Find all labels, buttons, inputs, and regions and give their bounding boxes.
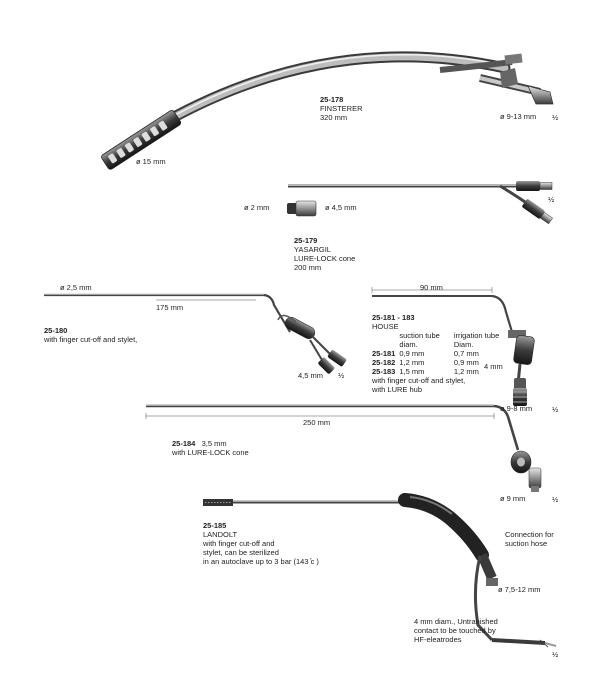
house-top-length: 90 mm (420, 283, 443, 292)
landolt-label: 25-185 LANDOLT with finger cut-off and s… (203, 521, 319, 566)
landolt-line-1: with finger cut-off and (203, 539, 275, 548)
instrument-25-180 (44, 293, 347, 374)
house-connector-diameter: ø 9-8 mm (500, 404, 533, 413)
instrument-25-184 (146, 404, 542, 492)
yasargil-body-diameter: ø 4,5 mm (325, 203, 357, 212)
i180-length: 175 mm (156, 303, 184, 312)
house-note-2: with LURE hub (372, 385, 423, 394)
house-code: 25-181 - 183 (372, 313, 415, 322)
landolt-electrode-note: 4 mm diam., Untranished contact to be to… (414, 617, 498, 644)
table-row: 25-182 1,2 mm 0,9 mm (372, 358, 479, 367)
yasargil-scale: ½ (548, 195, 555, 204)
i184-code: 25-184 (172, 439, 196, 448)
finsterer-length: 320 mm (320, 113, 348, 122)
i184-connector-diameter: ø 9 mm (500, 494, 526, 503)
i184-length: 250 mm (303, 418, 331, 427)
yasargil-length: 200 mm (294, 263, 322, 272)
finsterer-instrument (101, 51, 554, 170)
finsterer-name: FINSTERER (320, 104, 363, 113)
landolt-name: LANDOLT (203, 530, 238, 539)
table-row: 25-181 0,9 mm 0,7 mm (372, 349, 479, 358)
house-note-1: with finger cut-off and stylet, (372, 376, 466, 385)
i184-label: 25-184 3,5 mm with LURE-LOCK cone (172, 439, 249, 457)
i180-connector-diameter: 4,5 mm (298, 371, 324, 380)
house-name: HOUSE (372, 322, 399, 331)
finsterer-label: 25-178 FINSTERER 320 mm (320, 95, 363, 122)
i180-tip-diameter: ø 2,5 mm (60, 283, 92, 292)
i180-detail: with finger cut-off and stylet, (44, 335, 138, 344)
landolt-line-3: in an autoclave up to 3 bar (143 ̊c ) (203, 557, 319, 566)
landolt-line-2: stylet, can be sterilized (203, 548, 279, 557)
finsterer-scale: ½ (552, 113, 559, 122)
finsterer-code: 25-178 (320, 95, 344, 104)
landolt-instrument (203, 493, 557, 648)
finsterer-handle-diameter: ø 15 mm (136, 157, 166, 166)
landolt-code: 25-185 (203, 521, 227, 530)
i184-scale: ½ (552, 495, 559, 504)
i180-scale: ½ (338, 371, 345, 380)
i184-detail: with LURE-LOCK cone (172, 448, 249, 457)
house-instrument (372, 294, 535, 406)
landolt-connection-note: Connection for suction hose (505, 530, 554, 548)
yasargil-code: 25-179 (294, 236, 318, 245)
landolt-scale: ½ (552, 650, 559, 659)
house-side-diameter: 4 mm (484, 362, 503, 371)
i180-code: 25-180 (44, 326, 68, 335)
yasargil-tip-diameter: ø 2 mm (244, 203, 270, 212)
i180-label: 25-180 with finger cut-off and stylet, (44, 326, 137, 344)
table-row: 25-183 1,5 mm 1,2 mm (372, 367, 479, 376)
yasargil-label: 25-179 YASARGIL LURE-LOCK cone 200 mm (294, 236, 355, 272)
landolt-connector-diameter: ø 7,5-12 mm (498, 585, 541, 594)
finsterer-connector-diameter: ø 9-13 mm (500, 112, 537, 121)
yasargil-instrument (287, 181, 553, 225)
house-scale: ½ (552, 405, 559, 414)
yasargil-detail: LURE-LOCK cone (294, 254, 356, 263)
i184-size: 3,5 mm (201, 439, 227, 448)
yasargil-name: YASARGIL (294, 245, 331, 254)
